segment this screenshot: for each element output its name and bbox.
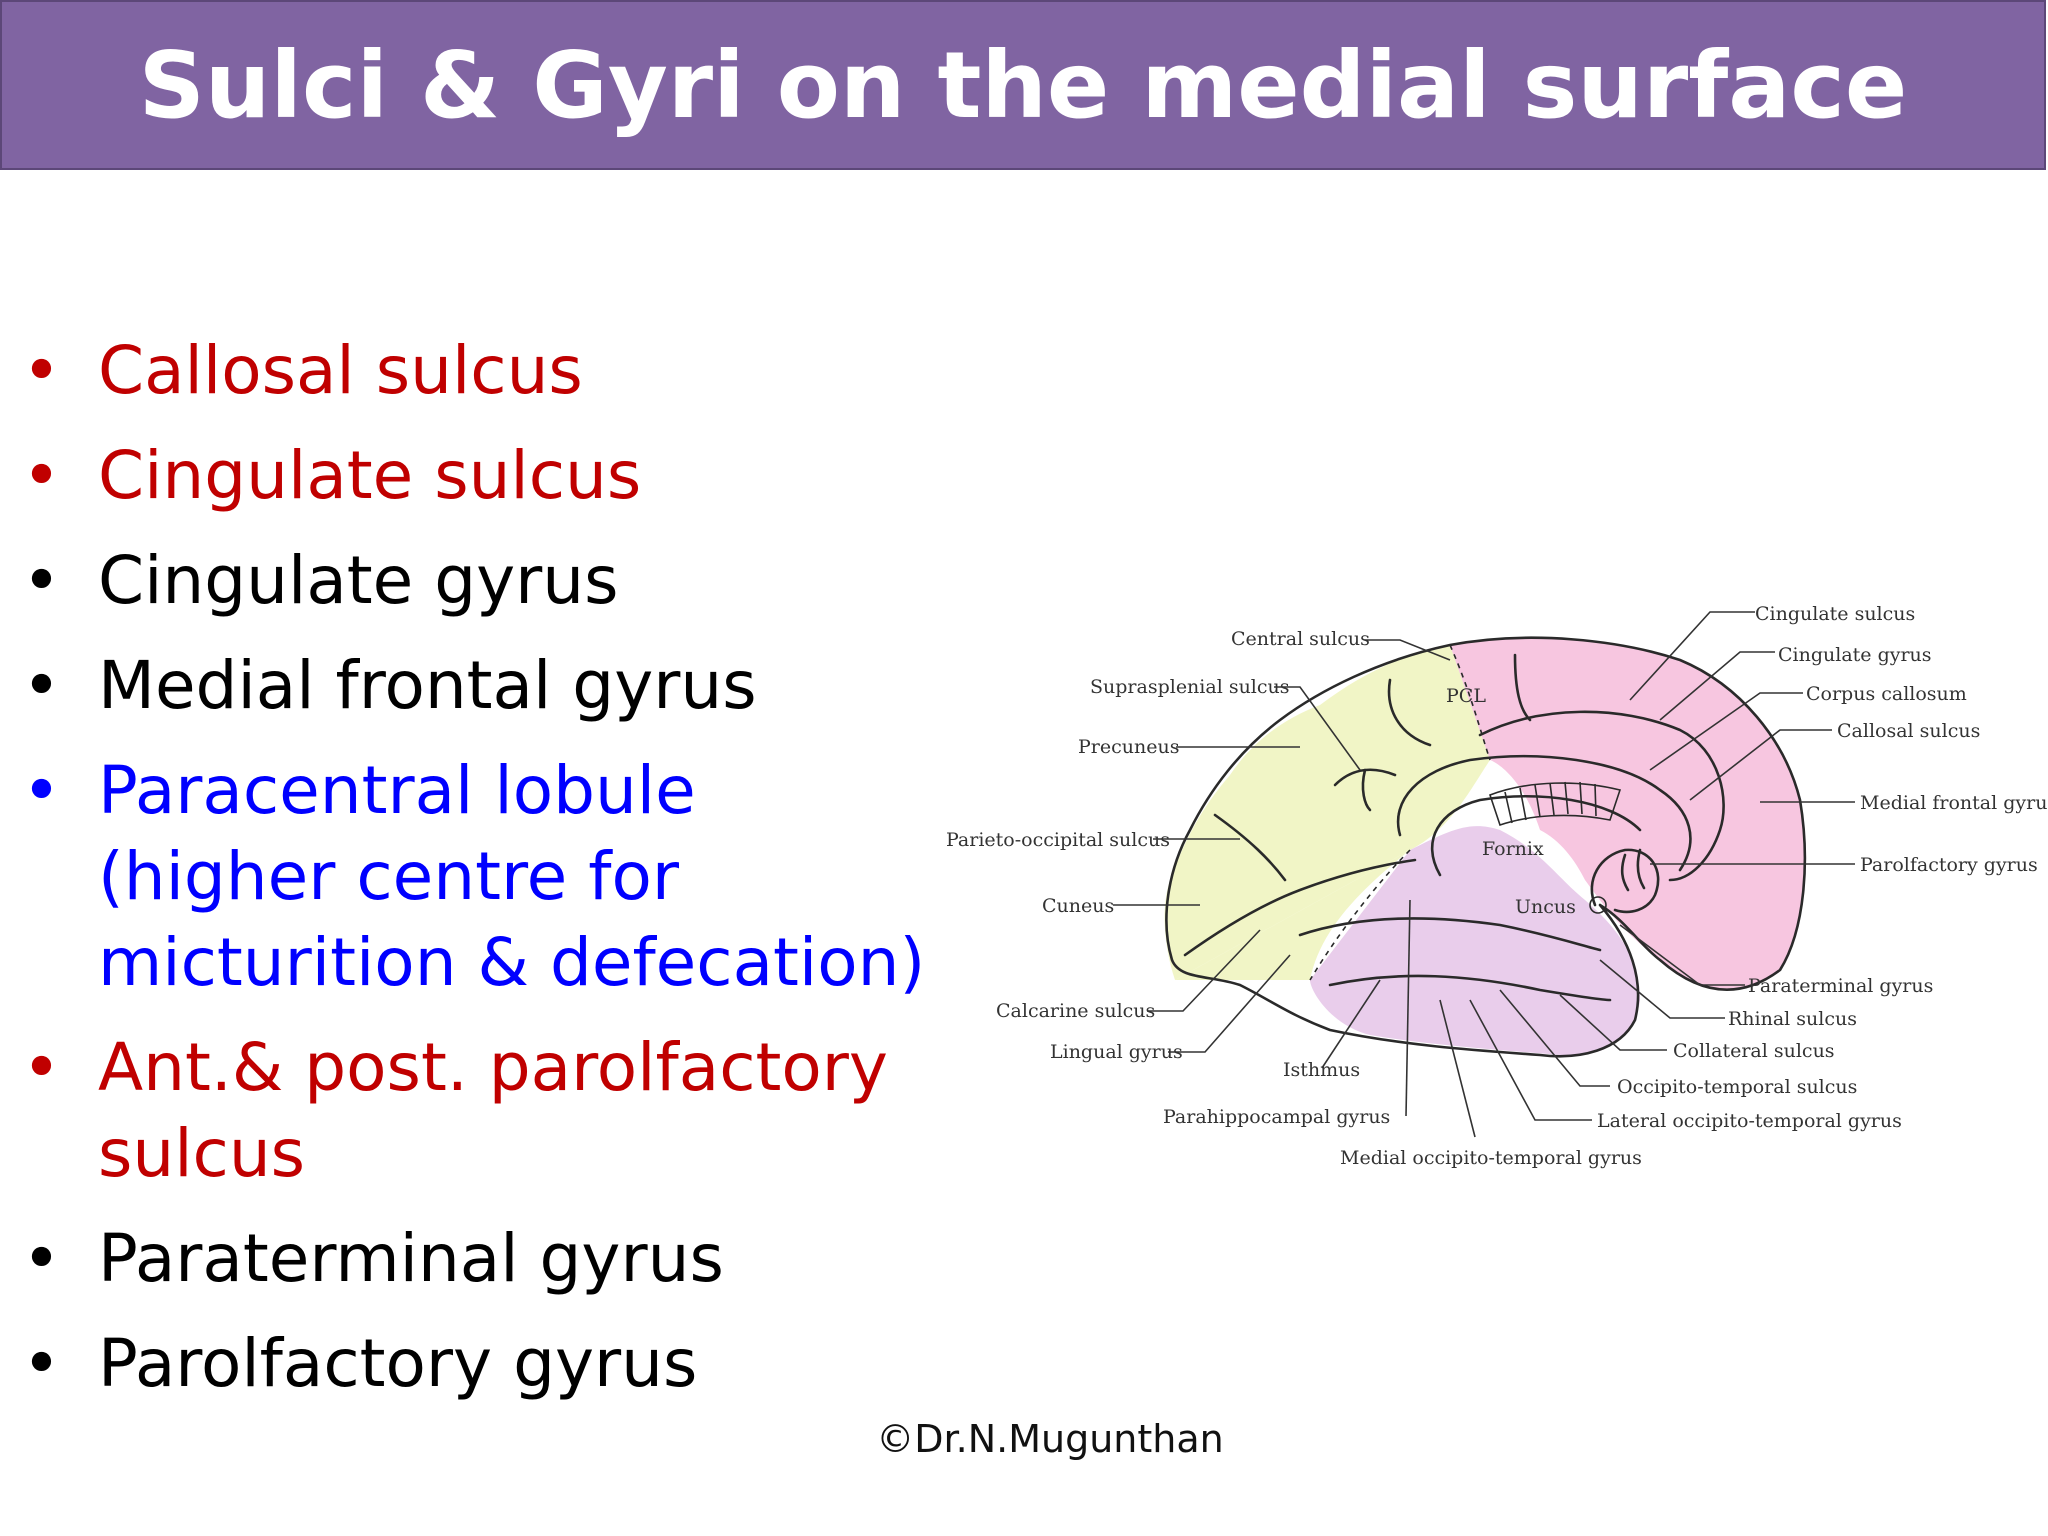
bullet-text: Paracentral lobule (higher centre for mi… (98, 752, 926, 1001)
cingulate-sulcus-line (1478, 710, 1725, 882)
leader-lines (1113, 611, 1855, 1138)
parieto-occipital-sulcus-line (1213, 813, 1287, 882)
label-paraterminal-gyrus: Paraterminal gyrus (1748, 975, 1933, 997)
label-rhinal-sulcus: Rhinal sulcus (1728, 1008, 1857, 1030)
bullet-dot: • (22, 437, 61, 514)
bullet-text: Medial frontal gyrus (98, 647, 757, 724)
central-sulcus-line (1387, 678, 1432, 747)
label-suprasplenial-sulcus: Suprasplenial sulcus (1090, 676, 1290, 698)
bullet-item: • Ant.& post. parolfactory sulcus (22, 1025, 952, 1197)
calcarine-sulcus-line (1183, 858, 1417, 957)
bullet-text: Paraterminal gyrus (98, 1220, 724, 1297)
brain-outline (1165, 636, 1807, 1058)
label-precuneus: Precuneus (1078, 736, 1179, 758)
bullet-item: • Cingulate sulcus (22, 433, 952, 519)
corpus-callosum (1396, 754, 1692, 872)
slide-title: Sulci & Gyri on the medial surface (138, 31, 1908, 139)
label-medial-frontal-gyrus: Medial frontal gyrus (1860, 792, 2048, 814)
label-isthmus: Isthmus (1283, 1059, 1360, 1081)
label-parolfactory-gyrus: Parolfactory gyrus (1860, 854, 2038, 876)
bullet-item: • Medial frontal gyrus (22, 643, 952, 729)
bullet-text: Ant.& post. parolfactory sulcus (98, 1029, 888, 1192)
label-lateral-occipito-temporal-gyrus: Lateral occipito-temporal gyrus (1597, 1110, 1902, 1132)
bullet-dot: • (22, 1220, 61, 1297)
bullet-item: • Cingulate gyrus (22, 538, 952, 624)
label-cingulate-sulcus: Cingulate sulcus (1755, 603, 1915, 625)
corpus-callosum-inner (1430, 795, 1642, 877)
suprasplenial-sulcus-line (1333, 768, 1397, 812)
parietal-occipital-region (1164, 645, 1490, 980)
label-cingulate-gyrus: Cingulate gyrus (1778, 644, 1932, 666)
boundary-dashed (1309, 644, 1491, 981)
temporal-region (1310, 826, 1640, 1056)
occipital-lower-region (1175, 850, 1410, 980)
bullet-dot: • (22, 332, 61, 409)
bullet-dot: • (22, 542, 61, 619)
bullet-item: • Paracentral lobule (higher centre for … (22, 748, 952, 1006)
label-corpus-callosum: Corpus callosum (1806, 683, 1967, 705)
label-occipito-temporal-sulcus: Occipito-temporal sulcus (1617, 1076, 1857, 1098)
label-lingual-gyrus: Lingual gyrus (1050, 1041, 1183, 1063)
bullet-item: • Paraterminal gyrus (22, 1216, 952, 1302)
paracentral-sulcus (1513, 653, 1532, 722)
label-fornix: Fornix (1482, 838, 1544, 860)
label-central-sulcus: Central sulcus (1231, 628, 1370, 650)
bullet-dot: • (22, 752, 61, 829)
frontal-region (1450, 637, 1805, 990)
bullet-text: Cingulate sulcus (98, 437, 642, 514)
uncus-circle (1589, 896, 1607, 914)
label-parieto-occipital-sulcus: Parieto-occipital sulcus (946, 829, 1170, 851)
label-collateral-sulcus: Collateral sulcus (1673, 1040, 1835, 1062)
bullet-dot: • (22, 647, 61, 724)
title-bar: Sulci & Gyri on the medial surface (0, 0, 2046, 170)
label-pcl: PCL (1446, 685, 1486, 707)
label-calcarine-sulcus: Calcarine sulcus (996, 1000, 1155, 1022)
label-callosal-sulcus: Callosal sulcus (1837, 720, 1980, 742)
label-medial-occipito-temporal-gyrus: Medial occipito-temporal gyrus (1340, 1147, 1642, 1169)
fornix-hatching (1504, 781, 1597, 824)
bullet-text: Callosal sulcus (98, 332, 583, 409)
bullet-list: • Callosal sulcus • Cingulate sulcus • C… (22, 328, 952, 1426)
brain-medial-surface-diagram: Cingulate sulcus Cingulate gyrus Corpus … (946, 603, 2048, 1169)
label-parahippocampal-gyrus: Parahippocampal gyrus (1163, 1106, 1390, 1128)
bullet-dot: • (22, 1325, 61, 1402)
parolfactory-sulci (1620, 848, 1646, 892)
label-cuneus: Cuneus (1042, 895, 1114, 917)
occipito-temporal-sulcus-line (1328, 974, 1612, 1002)
bullet-item: • Callosal sulcus (22, 328, 952, 414)
collateral-sulcus-line (1298, 917, 1602, 952)
uncus-outline (1590, 848, 1660, 914)
bullet-text: Cingulate gyrus (98, 542, 619, 619)
bullet-dot: • (22, 1029, 61, 1106)
copyright-footer: ©Dr.N.Mugunthan (876, 1417, 1224, 1461)
bullet-text: Parolfactory gyrus (98, 1325, 698, 1402)
label-uncus: Uncus (1515, 896, 1576, 918)
bullet-item: • Parolfactory gyrus (22, 1321, 952, 1407)
